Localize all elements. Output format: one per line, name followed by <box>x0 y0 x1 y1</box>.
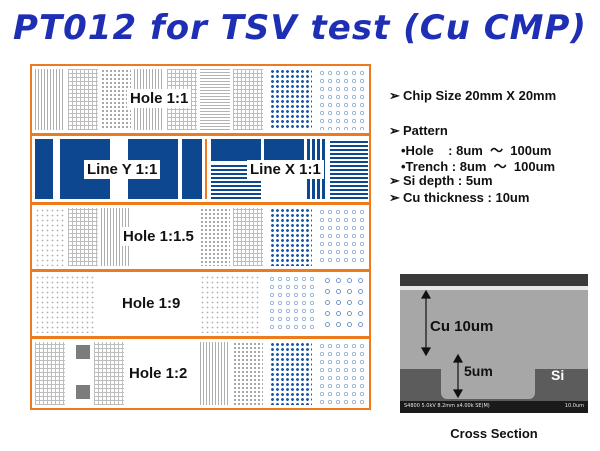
sem-info-bar <box>400 401 588 413</box>
pattern-cell <box>330 139 368 199</box>
pattern-cell <box>200 275 260 333</box>
divider <box>205 139 207 199</box>
sem-surface <box>400 286 588 290</box>
pattern-cell <box>322 275 368 333</box>
pattern-cell <box>94 342 124 405</box>
arrow-bullet-icon: ➢ <box>389 173 400 188</box>
pattern-cell <box>233 208 263 266</box>
pattern-cell <box>233 342 263 405</box>
pattern-row-hole-1-2: Hole 1:2 <box>30 337 371 410</box>
pattern-row-lines: Line Y 1:1 Line X 1:1 <box>30 134 371 204</box>
pattern-cell <box>270 208 312 266</box>
spec-text: Pattern <box>403 123 448 138</box>
pattern-cell <box>35 342 65 405</box>
sem-background <box>400 274 588 286</box>
pattern-row-hole-1-9: Hole 1:9 <box>30 270 371 338</box>
pattern-cell <box>270 69 312 130</box>
spec-hole: •Hole : 8um ～ 100um <box>401 143 552 158</box>
pattern-cell <box>268 275 318 333</box>
pattern-label: Line Y 1:1 <box>84 160 161 179</box>
pattern-row-hole-1-1-5: Hole 1:1.5 <box>30 203 371 271</box>
mask-layout: Hole 1:1 Line Y 1:1 Line X 1:1 Hole 1:1.… <box>30 64 371 410</box>
arrow-bullet-icon: ➢ <box>389 123 400 138</box>
pattern-label: Hole 1:2 <box>126 364 191 383</box>
pattern-cell <box>35 139 53 199</box>
sem-scale-text: 10.0um <box>564 403 584 409</box>
spec-si-depth: ➢Si depth : 5um <box>389 173 493 189</box>
pattern-cell <box>68 208 98 266</box>
pattern-cell <box>200 208 230 266</box>
pattern-cell <box>200 69 230 130</box>
pattern-cell <box>233 69 263 130</box>
pattern-cell <box>76 385 90 399</box>
sem-cu-layer <box>400 290 588 369</box>
si-label: Si <box>551 367 565 383</box>
pattern-cell <box>200 342 230 405</box>
pattern-label: Hole 1:9 <box>119 294 184 313</box>
pattern-cell <box>68 69 98 130</box>
sem-info-text: S4800 5.0kV 8.2mm x4.00k SE(M) <box>404 403 490 409</box>
pattern-cell <box>35 208 65 266</box>
pattern-label: Hole 1:1 <box>127 89 192 108</box>
cross-section-caption: Cross Section <box>450 426 538 441</box>
pattern-cell <box>182 139 202 199</box>
spec-pattern: ➢Pattern <box>389 123 448 139</box>
pattern-cell <box>318 342 366 405</box>
pattern-cell <box>35 275 95 333</box>
pattern-cell <box>270 342 312 405</box>
spec-text: Cu thickness : 10um <box>403 190 530 205</box>
sem-cross-section-image: Cu 10um 5um Si S4800 5.0kV 8.2mm x4.00k … <box>400 274 588 413</box>
pattern-cell <box>318 69 366 130</box>
pattern-label: Line X 1:1 <box>247 160 324 179</box>
pattern-label: Hole 1:1.5 <box>120 227 197 246</box>
depth-label: 5um <box>464 363 493 379</box>
dimension-arrows <box>420 289 464 399</box>
pattern-cell <box>318 208 366 266</box>
spec-trench: •Trench : 8um ～ 100um <box>401 159 556 174</box>
arrow-bullet-icon: ➢ <box>389 88 400 103</box>
pattern-row-hole-1-1: Hole 1:1 <box>30 64 371 135</box>
pattern-cell <box>211 139 261 161</box>
spec-text: Chip Size 20mm X 20mm <box>403 88 557 103</box>
pattern-cell <box>264 139 304 161</box>
pattern-cell <box>101 69 131 130</box>
spec-text: Si depth : 5um <box>403 173 493 188</box>
arrow-bullet-icon: ➢ <box>389 190 400 205</box>
spec-chip-size: ➢Chip Size 20mm X 20mm <box>389 88 556 104</box>
pattern-cell <box>76 345 90 359</box>
spec-cu-thickness: ➢Cu thickness : 10um <box>389 190 529 206</box>
slide-title: PT012 for TSV test (Cu CMP) <box>13 8 587 48</box>
pattern-cell <box>35 69 65 130</box>
cu-thickness-label: Cu 10um <box>430 318 494 335</box>
